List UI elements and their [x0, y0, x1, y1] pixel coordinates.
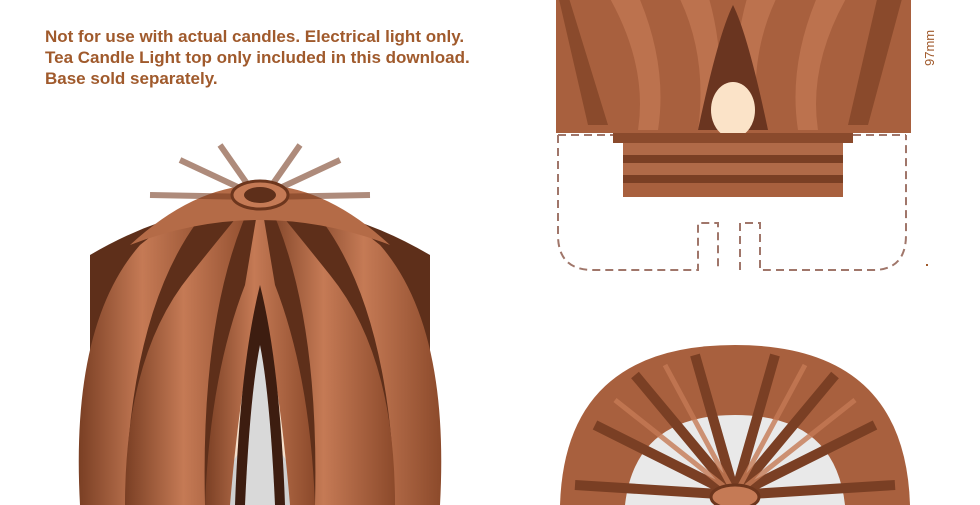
- notice-line-1: Not for use with actual candles. Electri…: [45, 27, 465, 46]
- notice-line-3: Base sold separately.: [45, 69, 218, 88]
- notice-line-2: Tea Candle Light top only included in th…: [45, 48, 470, 67]
- height-dimension-label: 97mm: [922, 29, 937, 66]
- side-elevation-drawing: [556, 0, 928, 272]
- top-view-render: [560, 345, 910, 505]
- lamp-shade-perspective-render: [78, 143, 442, 505]
- usage-notice: Not for use with actual candles. Electri…: [45, 26, 470, 89]
